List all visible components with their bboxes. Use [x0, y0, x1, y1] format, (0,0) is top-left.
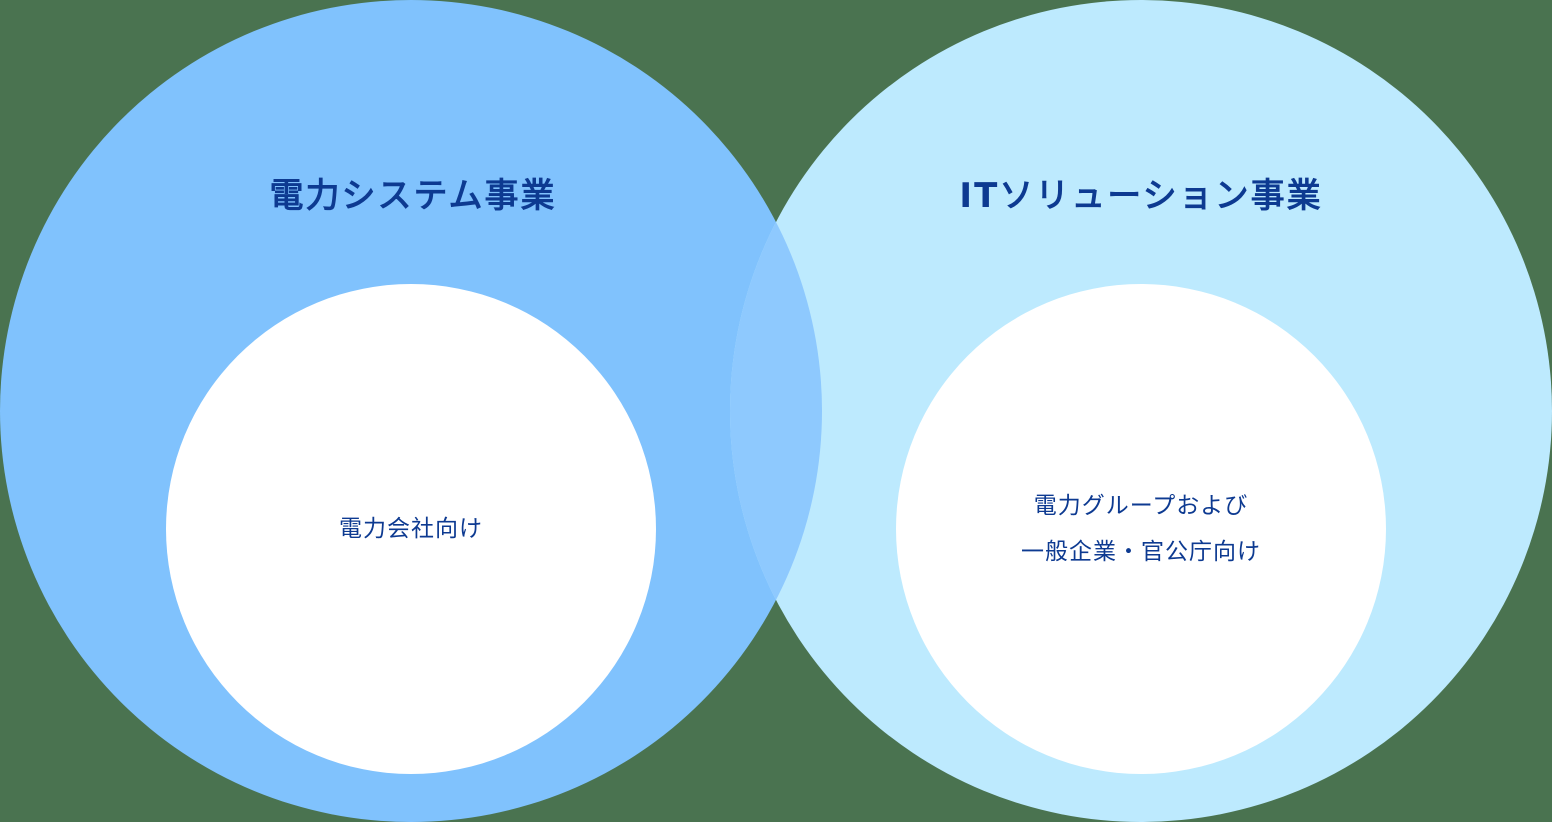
- general-target-circle: 電力グループおよび 一般企業・官公庁向け: [896, 284, 1386, 774]
- it-solution-business-title: ITソリューション事業: [959, 176, 1323, 216]
- power-company-target-circle: 電力会社向け: [166, 284, 656, 774]
- general-target-line-2: 一般企業・官公庁向け: [1021, 539, 1261, 565]
- general-target-line-1: 電力グループおよび: [1033, 493, 1249, 519]
- power-system-business-title: 電力システム事業: [269, 176, 557, 216]
- general-target-label: 電力グループおよび 一般企業・官公庁向け: [1021, 483, 1261, 575]
- power-company-target-label: 電力会社向け: [339, 516, 483, 542]
